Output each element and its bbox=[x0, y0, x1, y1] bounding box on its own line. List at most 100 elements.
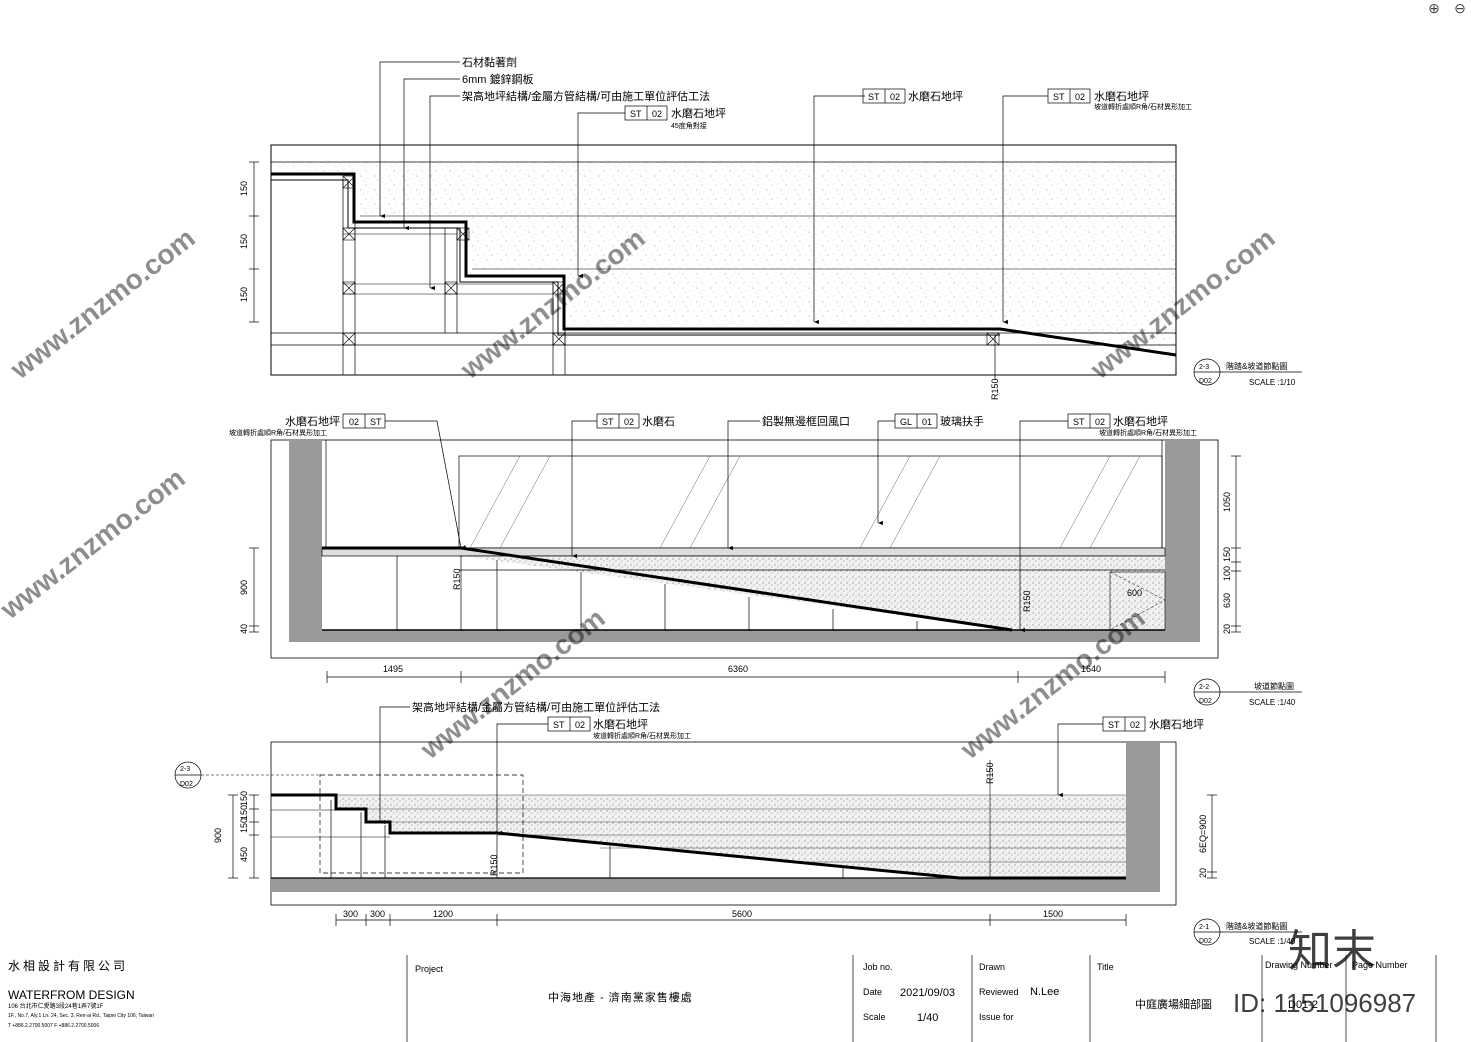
ref-title: 階踏&坡道節點圖 bbox=[1226, 361, 1287, 371]
title-value: 中庭廣場細部圖 bbox=[1135, 997, 1212, 1011]
section-2-ramp bbox=[249, 413, 1302, 706]
dim-900: 900 bbox=[239, 580, 249, 595]
watermark-text: www.znzmo.com bbox=[4, 222, 201, 385]
callout-steel-plate: 6mm 鍍鋅鋼板 bbox=[462, 72, 534, 86]
dim-r150: R150 bbox=[1022, 590, 1032, 612]
title-block-text: 水相設計有限公司 WATERFROM DESIGN 106 台北市仁愛路3段24… bbox=[8, 958, 1408, 1029]
reviewed-value: N.Lee bbox=[1030, 986, 1059, 998]
drawing-number-value: D01-2 bbox=[1288, 999, 1318, 1011]
ref-sheet: D02 bbox=[1199, 698, 1212, 705]
callout-r-corner-2: 坡道轉折處順R角/石材異形加工 bbox=[1099, 428, 1197, 437]
tag-02: 02 bbox=[652, 109, 662, 119]
tag-01: 01 bbox=[922, 417, 932, 427]
company-name-en: WATERFROM DESIGN bbox=[8, 988, 135, 1002]
scale-label: Scale bbox=[863, 1012, 886, 1022]
dim-450: 450 bbox=[239, 847, 249, 862]
title-block bbox=[406, 955, 1437, 1042]
callout-r-corner: 坡道轉折處順R角/石材異形加工 bbox=[1094, 102, 1192, 111]
dim-150: 150 bbox=[1222, 547, 1232, 562]
zoom-out-icon[interactable]: ⊖ bbox=[1454, 0, 1466, 16]
callout-terrazzo-3: 水磨石地坪 bbox=[1094, 90, 1149, 103]
dim-r150: R150 bbox=[489, 854, 499, 876]
tag-02: 02 bbox=[890, 92, 900, 102]
callout-terrazzo-floor-2: 水磨石地坪 bbox=[1113, 415, 1168, 428]
tag-02: 02 bbox=[1075, 92, 1085, 102]
dim-150: 150 bbox=[239, 791, 249, 806]
tag-02: 02 bbox=[1095, 417, 1105, 427]
issue-label: Issue for bbox=[979, 1012, 1014, 1022]
dim-150: 150 bbox=[239, 818, 249, 833]
callout-terrazzo-floor: 水磨石地坪 bbox=[593, 718, 648, 731]
scale-value: 1/40 bbox=[917, 1012, 938, 1024]
page-number-label: Page Number bbox=[1352, 960, 1408, 970]
phone: T +886.2.2700.5007 F +886.2.2700.5006 bbox=[8, 1023, 99, 1029]
address-en: 1F., No.7, Aly.1 Ln. 24, Sec. 3, Ren-ai … bbox=[8, 1013, 154, 1019]
tag-02: 02 bbox=[624, 417, 634, 427]
dim-r150: R150 bbox=[452, 568, 462, 590]
ref-number: 2-1 bbox=[1199, 924, 1209, 931]
callout-raised-floor: 架高地坪結構/金屬方管結構/可由施工單位評估工法 bbox=[462, 89, 710, 103]
tag-st: ST bbox=[1073, 417, 1085, 427]
ref-scale: SCALE :1/40 bbox=[1249, 698, 1296, 707]
dim-150: 150 bbox=[239, 181, 249, 196]
dim-300: 300 bbox=[370, 909, 385, 919]
callout-raised-floor: 架高地坪結構/金屬方管結構/可由施工單位評估工法 bbox=[412, 700, 660, 714]
tag-st: ST bbox=[630, 109, 642, 119]
dim-r150: R150 bbox=[985, 762, 995, 784]
date-label: Date bbox=[863, 987, 882, 997]
drawing-number-label: Drawing Number bbox=[1265, 960, 1333, 970]
detail-ref-number: 2-3 bbox=[180, 766, 190, 773]
tag-st: ST bbox=[868, 92, 880, 102]
dim-1050: 1050 bbox=[1222, 492, 1232, 512]
callout-air-vent: 鋁製無邊框回風口 bbox=[762, 414, 850, 428]
callout-r-corner: 坡道轉折處順R角/石材異形加工 bbox=[229, 428, 327, 437]
dim-5600: 5600 bbox=[732, 909, 752, 919]
dim-150: 150 bbox=[239, 287, 249, 302]
callout-terrazzo-2: 水磨石地坪 bbox=[908, 90, 963, 103]
title-label: Title bbox=[1097, 962, 1114, 972]
tag-02: 02 bbox=[1130, 720, 1140, 730]
dim-150: 150 bbox=[239, 805, 249, 820]
callout-terrazzo-floor: 水磨石地坪 bbox=[285, 415, 340, 428]
address-cn: 106 台北市仁愛路3段24巷1弄7號1F bbox=[8, 1002, 104, 1010]
section-2-text: 水磨石地坪 02 ST 坡道轉折處順R角/石材異形加工 ST 02 水磨石 鋁製… bbox=[229, 414, 1296, 707]
dim-600: 600 bbox=[1127, 588, 1142, 598]
dim-6eq900: 6EQ=900 bbox=[1198, 815, 1208, 853]
section-1-detail bbox=[249, 61, 1302, 386]
callout-45deg: 45度角對接 bbox=[671, 121, 707, 130]
ref-title: 坡道節點圖 bbox=[1254, 681, 1294, 691]
callout-stone-adhesive: 石材黏著劑 bbox=[462, 55, 517, 69]
dim-300: 300 bbox=[343, 909, 358, 919]
project-name: 中海地產 - 濟南黨家售樓處 bbox=[548, 990, 693, 1004]
project-label: Project bbox=[415, 964, 444, 974]
dim-20: 20 bbox=[1198, 868, 1208, 878]
section-3-text: 架高地坪結構/金屬方管結構/可由施工單位評估工法 ST 02 水磨石地坪 坡道轉… bbox=[180, 700, 1296, 946]
dim-20: 20 bbox=[1222, 624, 1232, 634]
dim-r150: R150 bbox=[990, 378, 1000, 400]
dim-40: 40 bbox=[239, 624, 249, 634]
tag-st: ST bbox=[1108, 720, 1120, 730]
callout-terrazzo-1: 水磨石地坪 bbox=[671, 107, 726, 120]
zoom-controls: ⊕ ⊖ bbox=[1423, 0, 1471, 18]
watermark-logo-text: 知末 bbox=[1288, 927, 1376, 976]
company-name-cn: 水相設計有限公司 bbox=[8, 958, 128, 973]
section-3-steps-ramp bbox=[174, 706, 1302, 946]
zoom-in-icon[interactable]: ⊕ bbox=[1428, 0, 1440, 16]
watermark-text: www.znzmo.com bbox=[414, 602, 611, 765]
tag-02: 02 bbox=[349, 417, 359, 427]
ref-scale: SCALE :1/40 bbox=[1249, 937, 1296, 946]
dim-900: 900 bbox=[213, 828, 223, 843]
watermark-id: ID: 1151096987 bbox=[1233, 988, 1416, 1018]
dim-150: 150 bbox=[239, 234, 249, 249]
detail-ref-sheet: D02 bbox=[180, 781, 193, 788]
job-label: Job no. bbox=[863, 962, 893, 972]
dim-6360: 6360 bbox=[728, 664, 748, 674]
dim-1640: 1640 bbox=[1081, 664, 1101, 674]
ref-sheet: D02 bbox=[1199, 938, 1212, 945]
ref-scale: SCALE :1/10 bbox=[1249, 378, 1296, 387]
ref-number: 2-2 bbox=[1199, 684, 1209, 691]
watermark-text: www.znzmo.com bbox=[0, 462, 191, 625]
tag-st: ST bbox=[1053, 92, 1065, 102]
dim-1495: 1495 bbox=[383, 664, 403, 674]
